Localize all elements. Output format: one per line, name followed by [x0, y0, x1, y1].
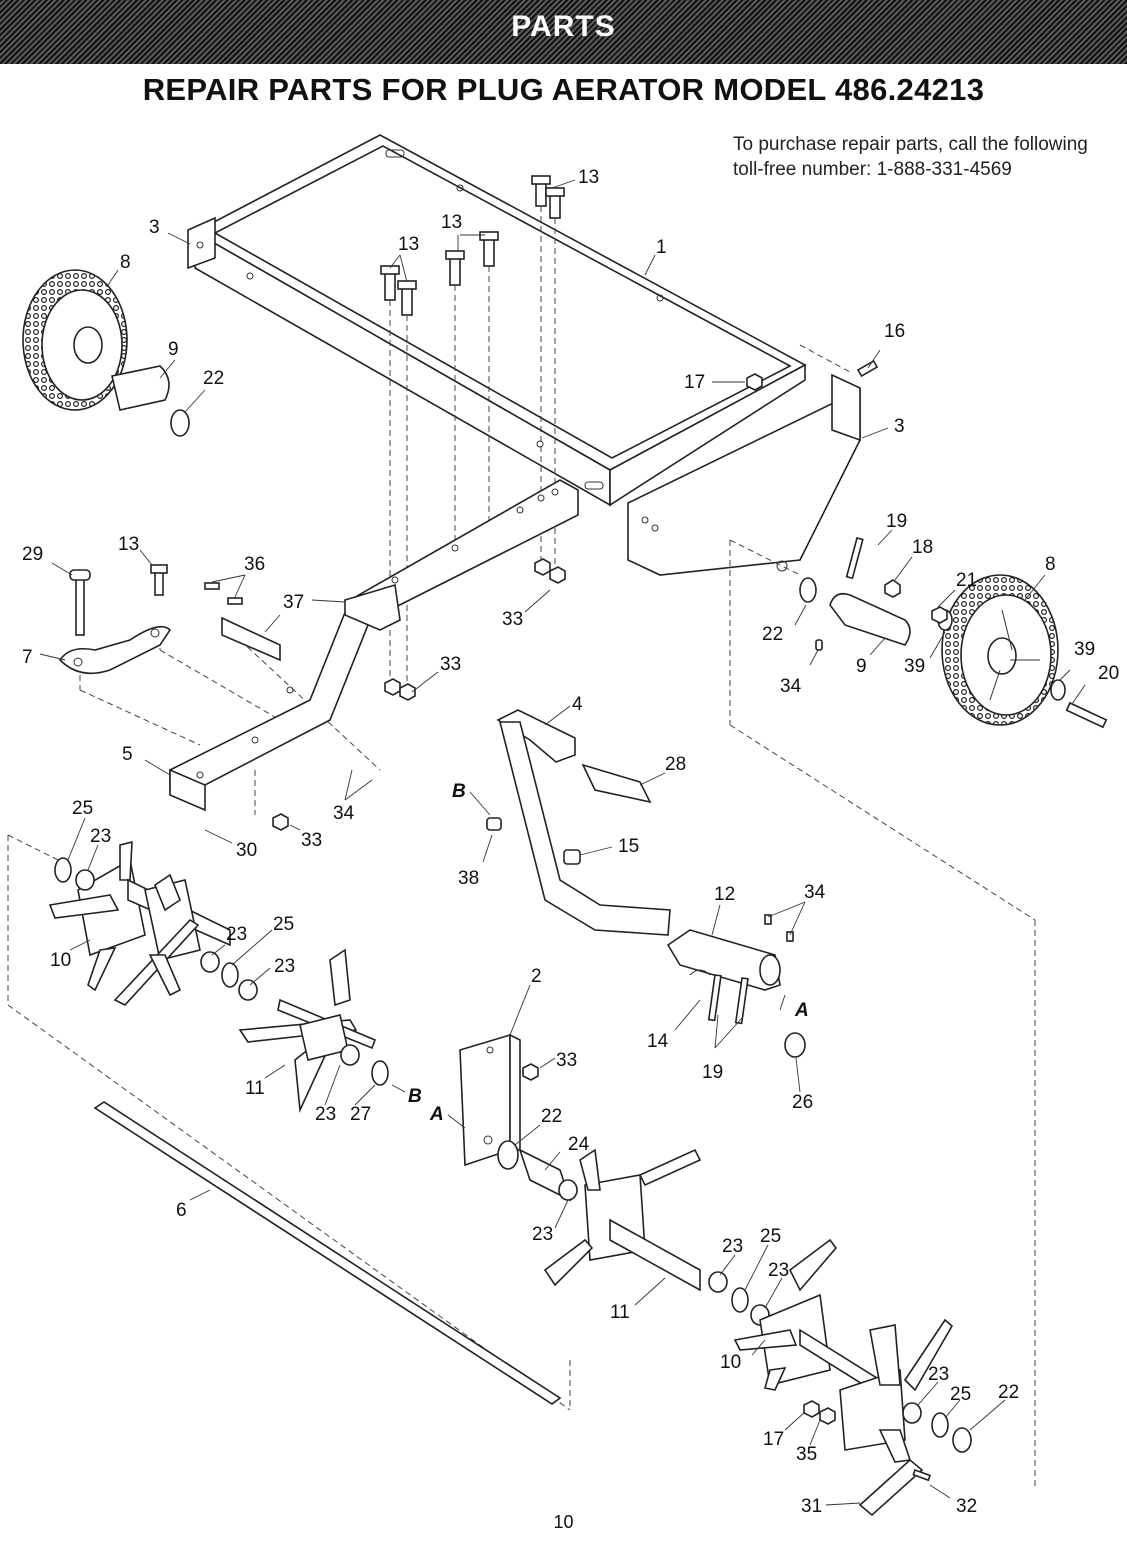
callout-20: 20	[1098, 663, 1119, 684]
section-banner: PARTS	[0, 0, 1127, 64]
callout-10: 10	[720, 1352, 741, 1373]
callout-17: 17	[684, 372, 705, 393]
callout-8: 8	[120, 252, 131, 273]
hinge-bracket-7	[58, 564, 243, 675]
callout-13: 13	[441, 212, 462, 233]
callout-22: 22	[203, 368, 224, 389]
callout-37: 37	[283, 592, 304, 613]
callout-1: 1	[656, 237, 667, 258]
callout-25: 25	[72, 798, 93, 819]
callout-28: 28	[665, 754, 686, 775]
callout-B: B	[408, 1086, 422, 1107]
callout-13: 13	[398, 234, 419, 255]
callout-25: 25	[760, 1226, 781, 1247]
callout-5: 5	[122, 744, 133, 765]
callout-9: 9	[168, 339, 179, 360]
callout-9: 9	[856, 656, 867, 677]
callout-22: 22	[541, 1106, 562, 1127]
callout-33: 33	[301, 830, 322, 851]
callout-16: 16	[884, 321, 905, 342]
page-title: REPAIR PARTS FOR PLUG AERATOR MODEL 486.…	[142, 72, 985, 107]
callout-19: 19	[886, 511, 907, 532]
callout-2: 2	[531, 966, 542, 987]
callout-11: 11	[610, 1302, 630, 1323]
callout-34: 34	[333, 803, 355, 824]
callout-14: 14	[647, 1031, 669, 1052]
callout-7: 7	[22, 647, 33, 668]
bolts-13	[380, 175, 565, 316]
leader-lines	[39, 179, 1086, 1506]
callout-34: 34	[804, 882, 826, 903]
callout-25: 25	[273, 914, 294, 935]
callout-A: A	[429, 1104, 444, 1125]
callout-25: 25	[950, 1384, 971, 1405]
callout-labels: 1 13 13 13 3 8 9 22 16 17 3 19 18 8 21 2…	[22, 167, 1119, 1517]
callout-10: 10	[50, 950, 71, 971]
page-number: 10	[553, 1512, 574, 1532]
side-plate-left	[187, 216, 216, 270]
callout-33: 33	[502, 609, 523, 630]
callout-38: 38	[458, 868, 479, 889]
callout-39: 39	[904, 656, 925, 677]
sleeve-12	[666, 914, 806, 1058]
purchase-note: To purchase repair parts, call the follo…	[733, 134, 1088, 180]
callout-35: 35	[796, 1444, 817, 1465]
callout-A: A	[794, 1000, 809, 1021]
callout-26: 26	[792, 1092, 813, 1113]
callout-23: 23	[274, 956, 295, 977]
callout-33: 33	[556, 1050, 577, 1071]
callout-23: 23	[90, 826, 111, 847]
callout-31: 31	[801, 1496, 822, 1517]
tine-assembly-11b	[497, 1140, 770, 1326]
side-plate-right	[627, 373, 861, 576]
callout-23: 23	[226, 924, 247, 945]
callout-29: 29	[22, 544, 43, 565]
callout-15: 15	[618, 836, 639, 857]
callout-6: 6	[176, 1200, 187, 1221]
callout-21: 21	[956, 570, 977, 591]
callout-23: 23	[768, 1260, 789, 1281]
callout-18: 18	[912, 537, 933, 558]
hopper-tray	[193, 134, 807, 507]
callout-8: 8	[1045, 554, 1056, 575]
wheel-right	[746, 359, 1108, 729]
frame	[169, 479, 579, 812]
callout-23: 23	[928, 1364, 949, 1385]
callout-23: 23	[315, 1104, 336, 1125]
callout-32: 32	[956, 1496, 977, 1517]
tine-assembly-right	[733, 1238, 972, 1517]
callout-30: 30	[236, 840, 257, 861]
callout-3: 3	[894, 416, 905, 437]
callout-13: 13	[118, 534, 139, 555]
callout-39: 39	[1074, 639, 1095, 660]
banner-label: PARTS	[511, 10, 616, 43]
tine-assembly-11a	[238, 948, 389, 1114]
callout-3: 3	[149, 217, 160, 238]
callout-B: B	[452, 781, 466, 802]
bracket-37	[221, 583, 401, 662]
callout-4: 4	[572, 694, 583, 715]
callout-23: 23	[722, 1236, 743, 1257]
callout-12: 12	[714, 884, 735, 905]
callout-27: 27	[350, 1104, 371, 1125]
callout-11: 11	[245, 1078, 265, 1099]
callout-19: 19	[702, 1062, 723, 1083]
callout-36: 36	[244, 554, 265, 575]
wheel-left	[22, 269, 190, 437]
callout-23: 23	[532, 1224, 553, 1245]
callout-22: 22	[998, 1382, 1019, 1403]
callout-22: 22	[762, 624, 783, 645]
callout-17: 17	[763, 1429, 784, 1450]
handle-4	[486, 709, 671, 936]
tine-assembly-left	[48, 840, 258, 1006]
nuts-33	[272, 558, 566, 1081]
callout-34: 34	[780, 676, 802, 697]
shaft-6	[93, 1101, 562, 1405]
callout-13: 13	[578, 167, 599, 188]
callout-33: 33	[440, 654, 461, 675]
callout-24: 24	[568, 1134, 590, 1155]
